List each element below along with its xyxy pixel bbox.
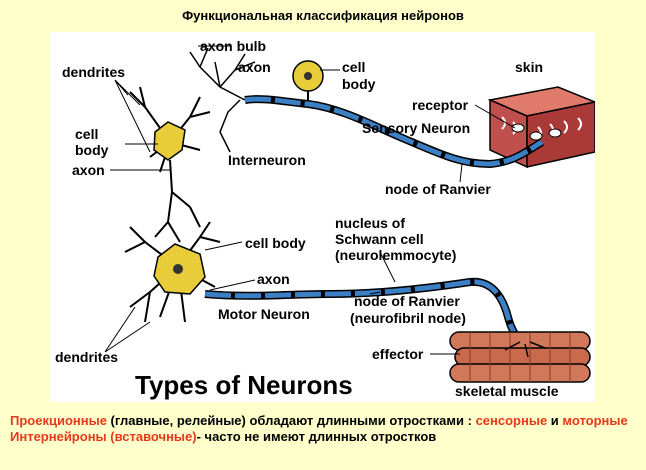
label-sensory-neuron: Sensory Neuron	[362, 120, 470, 136]
label-motor-neuron: Motor Neuron	[218, 306, 310, 322]
page-title: Функциональная классификация нейронов	[182, 8, 464, 23]
neuron-diagram: axon bulb dendrites axon cell body skin …	[50, 32, 595, 402]
figure-heading: Types of Neurons	[135, 370, 353, 400]
term-sensory: сенсорные	[475, 413, 548, 428]
label-effector: effector	[372, 346, 424, 362]
description-line-2: Интернейроны (вставочные)- часто не имею…	[10, 429, 640, 445]
label-interneuron: Interneuron	[228, 152, 306, 168]
description-line-1: Проекционные (главные, релейные) обладаю…	[10, 413, 640, 429]
label-cell-inter-1: cell	[75, 126, 98, 142]
label-receptor: receptor	[412, 97, 469, 113]
interneuron-cell	[129, 86, 211, 243]
label-dendrites-top: dendrites	[62, 64, 125, 80]
label-axon-sensory: axon	[238, 59, 271, 75]
label-nucleus-schwann-1: nucleus of	[335, 215, 405, 231]
text-projection-desc: (главные, релейные) обладают длинными от…	[106, 413, 476, 428]
motor-cell-body	[124, 221, 221, 323]
axon-bulb-branches	[189, 47, 256, 101]
skeletal-muscle	[449, 331, 591, 383]
term-motor: моторные	[562, 413, 628, 428]
label-dendrites-bottom: dendrites	[55, 349, 118, 365]
label-cell-sensory-2: body	[342, 76, 376, 92]
term-interneurons: Интернейроны (вставочные)	[10, 429, 197, 444]
label-cell-body-motor: cell body	[245, 235, 306, 251]
label-cell-sensory-1: cell	[342, 59, 365, 75]
neuron-diagram-svg: axon bulb dendrites axon cell body skin …	[55, 38, 595, 400]
label-axon-bulb: axon bulb	[200, 38, 266, 54]
sensory-cell-body	[292, 60, 324, 104]
term-projection: Проекционные	[10, 413, 107, 428]
description: Проекционные (главные, релейные) обладаю…	[10, 413, 640, 445]
label-neurofibril-node: (neurofibril node)	[350, 310, 466, 326]
text-and: и	[547, 413, 563, 428]
label-cell-inter-2: body	[75, 142, 109, 158]
text-interneurons-desc: - часто не имеют длинных отростков	[196, 429, 437, 444]
label-axon-motor: axon	[257, 271, 290, 287]
label-skeletal-muscle: skeletal muscle	[455, 383, 559, 399]
label-nucleus-schwann-3: (neurolemmocyte)	[335, 247, 456, 263]
label-skin: skin	[515, 59, 543, 75]
skin-block	[487, 86, 595, 169]
label-nucleus-schwann-2: Schwann cell	[335, 231, 424, 247]
label-axon-inter: axon	[72, 162, 105, 178]
label-node-ranvier-2: node of Ranvier	[354, 293, 460, 309]
label-node-ranvier-1: node of Ranvier	[385, 181, 491, 197]
